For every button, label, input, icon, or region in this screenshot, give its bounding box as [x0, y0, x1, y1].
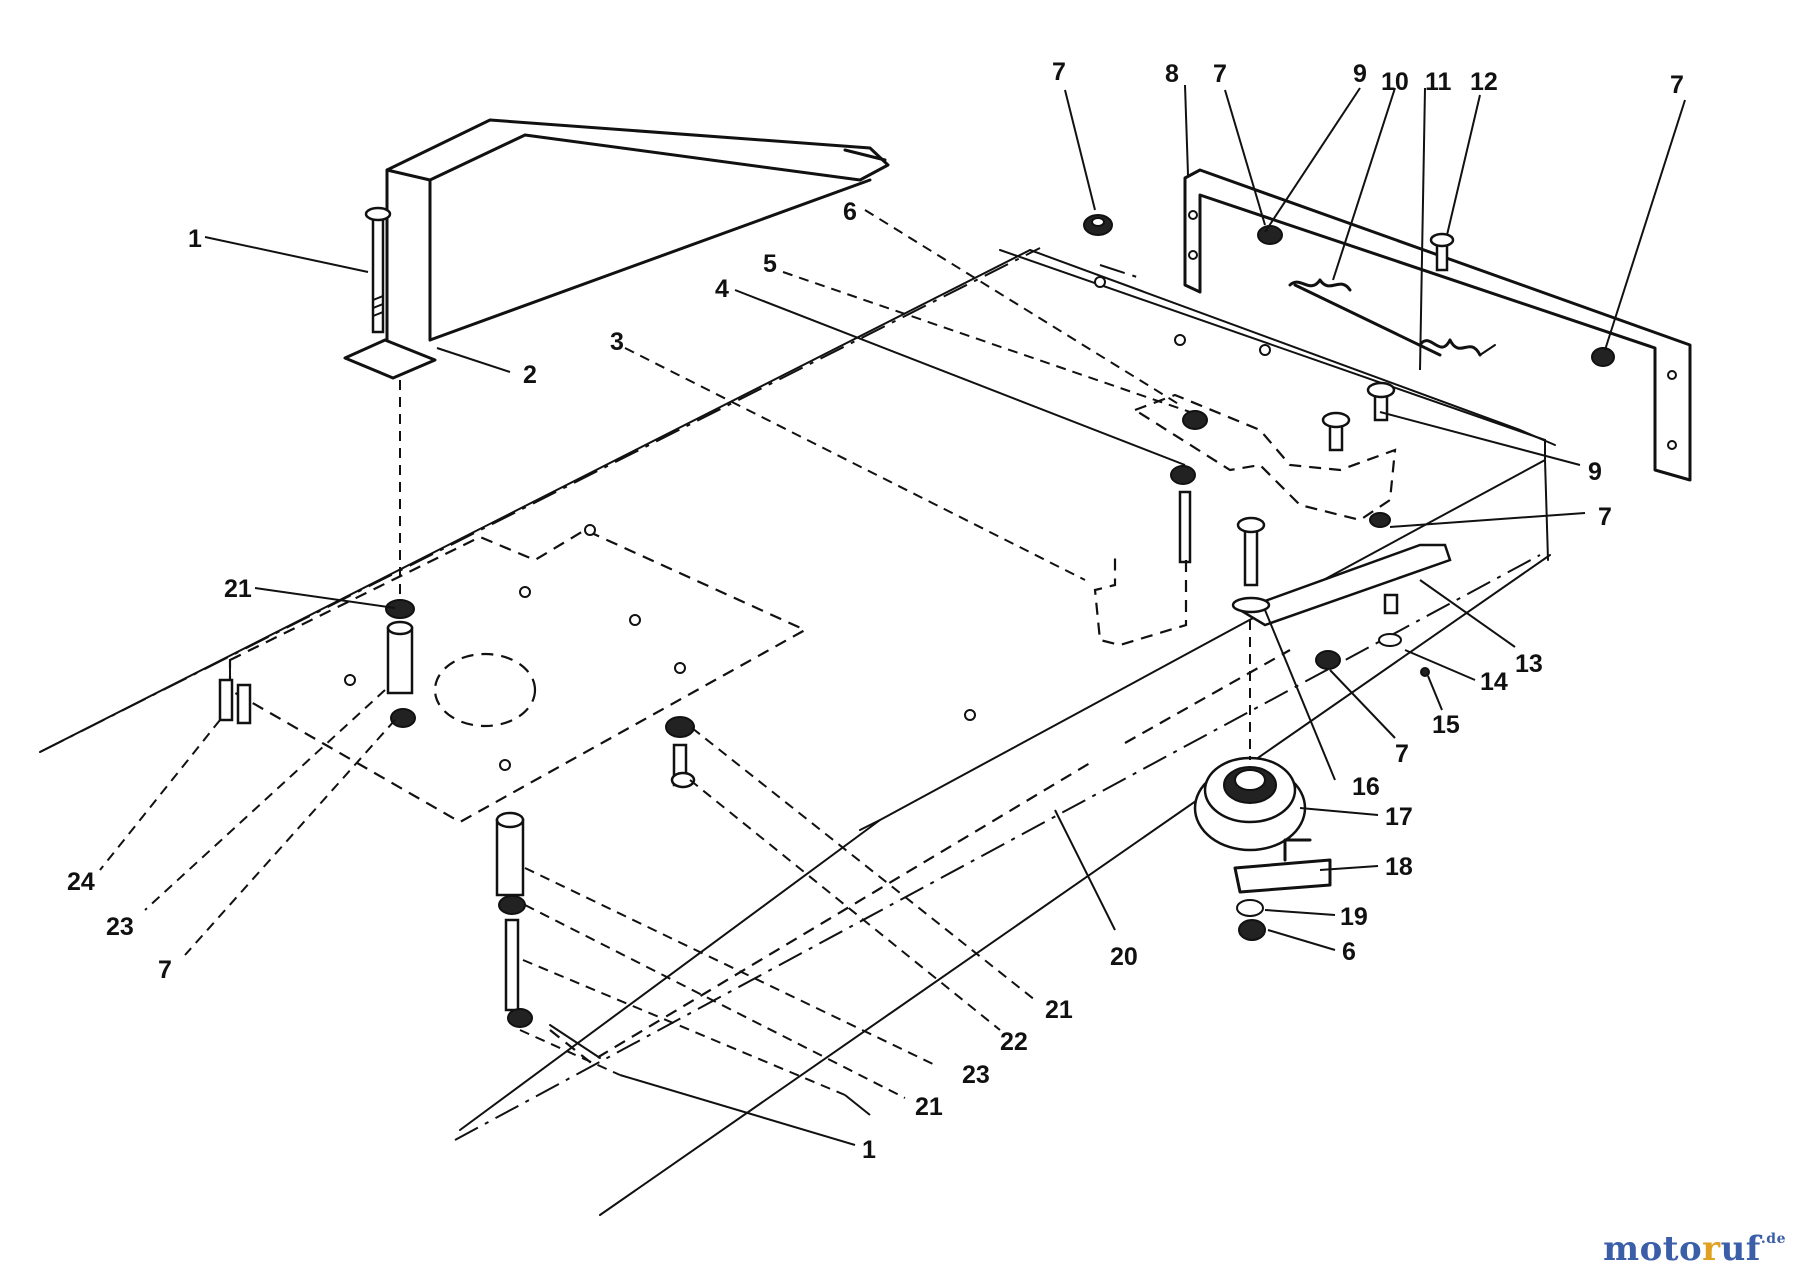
watermark-logo: motoruf.de: [1603, 1229, 1786, 1269]
callout-14: 14: [1480, 668, 1508, 696]
callout-23-left: 23: [106, 913, 134, 941]
callout-10: 10: [1381, 68, 1409, 96]
callout-6-top: 6: [843, 198, 857, 226]
left-spacers: [218, 599, 1291, 1064]
callout-22: 22: [1000, 1028, 1028, 1056]
callout-1-top: 1: [188, 225, 202, 253]
callout-15: 15: [1432, 711, 1460, 739]
bolt-1-upper: [364, 206, 392, 334]
construction-lines: [39, 247, 1541, 1141]
engine-mount-plate: [228, 334, 1271, 824]
callout-21-bottom: 21: [915, 1093, 943, 1121]
callout-21-top-left: 21: [224, 575, 252, 603]
callout-24: 24: [67, 868, 95, 896]
callout-9-top: 9: [1353, 60, 1367, 88]
callout-6-bottom: 6: [1342, 938, 1356, 966]
callout-8: 8: [1165, 60, 1179, 88]
callout-7-top-mid: 7: [1213, 60, 1227, 88]
callout-21-bottom-right: 21: [1045, 996, 1073, 1024]
leader-lines: [99, 84, 1686, 1146]
callout-13: 13: [1515, 650, 1543, 678]
callout-5: 5: [763, 250, 777, 278]
callouts: 1 2 3 4 5 6 7 8 7 9 10 11 12 7 9 7 13 14…: [67, 58, 1684, 1164]
callout-12: 12: [1470, 68, 1498, 96]
callout-4: 4: [715, 275, 729, 303]
callout-7-left: 7: [158, 956, 172, 984]
pulley-assembly: [1193, 756, 1332, 941]
rear-cross-bar: [1183, 168, 1692, 482]
callout-7-right: 7: [1598, 503, 1612, 531]
callout-7-lower-right: 7: [1395, 740, 1409, 768]
callout-2: 2: [523, 361, 537, 389]
callout-20: 20: [1110, 943, 1138, 971]
callout-7-top-left: 7: [1052, 58, 1066, 86]
callout-1-bottom: 1: [862, 1136, 876, 1164]
callout-19: 19: [1340, 903, 1368, 931]
callout-11: 11: [1425, 68, 1452, 96]
callout-7-top-right: 7: [1670, 71, 1684, 99]
callout-9-right: 9: [1588, 458, 1602, 486]
callout-16: 16: [1352, 773, 1380, 801]
deck-plate: [39, 249, 1556, 1216]
callout-18: 18: [1385, 853, 1413, 881]
callout-3: 3: [610, 328, 624, 356]
callout-17: 17: [1385, 803, 1413, 831]
bracket: [343, 118, 890, 380]
callout-23-bottom: 23: [962, 1061, 990, 1089]
hardware: [1083, 214, 1615, 677]
